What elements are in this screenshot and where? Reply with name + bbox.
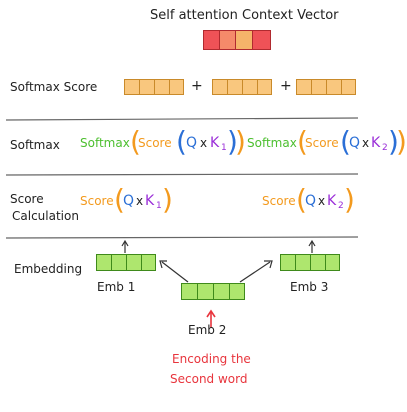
score-cell bbox=[124, 79, 140, 95]
context-vector bbox=[203, 30, 271, 50]
paren-open: ( bbox=[176, 125, 187, 158]
score-cell bbox=[296, 79, 312, 95]
score-vector-1 bbox=[124, 79, 184, 95]
embedding-cell bbox=[213, 283, 230, 300]
diagram-title: Self attention Context Vector bbox=[150, 8, 339, 23]
embedding-vector-1 bbox=[96, 254, 156, 271]
row-label-softmax: Softmax bbox=[10, 138, 60, 152]
paren-close: ) bbox=[235, 125, 246, 158]
key-subscript: 2 bbox=[338, 201, 344, 211]
query-symbol: Q bbox=[123, 193, 135, 209]
softmax-fn: Softmax bbox=[247, 136, 297, 150]
paren-close: ) bbox=[396, 125, 407, 158]
caption-line-1: Encoding the bbox=[172, 352, 251, 366]
key-symbol: K bbox=[371, 135, 381, 151]
plus-sign: + bbox=[191, 78, 203, 94]
key-subscript: 2 bbox=[382, 143, 388, 153]
context-vector-cell bbox=[252, 30, 271, 50]
key-symbol: K bbox=[327, 193, 337, 209]
context-vector-cell bbox=[203, 30, 220, 50]
paren-close: ) bbox=[388, 125, 399, 158]
score-cell bbox=[257, 79, 272, 95]
embedding-cell bbox=[111, 254, 127, 271]
emb3-label: Emb 3 bbox=[290, 280, 329, 294]
key-subscript: 1 bbox=[221, 143, 227, 153]
score-cell bbox=[227, 79, 243, 95]
paren-open: ( bbox=[114, 183, 125, 216]
caption-line-2: Second word bbox=[170, 372, 248, 386]
emb2-label: Emb 2 bbox=[188, 323, 227, 337]
embedding-cell bbox=[280, 254, 296, 271]
paren-close: ) bbox=[344, 183, 355, 216]
score-cell bbox=[242, 79, 258, 95]
key-symbol: K bbox=[145, 193, 155, 209]
embedding-cell bbox=[96, 254, 112, 271]
divider-line bbox=[5, 117, 359, 121]
emb1-label: Emb 1 bbox=[97, 280, 136, 294]
score-cell bbox=[139, 79, 155, 95]
times-symbol: x bbox=[200, 136, 208, 150]
score-fn: Score bbox=[262, 194, 296, 208]
key-symbol: K bbox=[210, 135, 220, 151]
softmax-fn: Softmax bbox=[80, 136, 130, 150]
times-symbol: x bbox=[318, 194, 326, 208]
times-symbol: x bbox=[136, 194, 144, 208]
arrow-head bbox=[159, 260, 167, 269]
embedding-cell bbox=[141, 254, 156, 271]
paren-close: ) bbox=[227, 125, 238, 158]
score-vector-3 bbox=[296, 79, 356, 95]
row-label-embedding: Embedding bbox=[14, 262, 83, 276]
embedding-vector-3 bbox=[280, 254, 340, 271]
embedding-cell bbox=[126, 254, 142, 271]
row-label-score-calculation-2: Calculation bbox=[12, 209, 79, 223]
arrow-emb2-to-emb3 bbox=[239, 261, 271, 283]
query-symbol: Q bbox=[305, 193, 317, 209]
score-cell bbox=[341, 79, 356, 95]
query-symbol: Q bbox=[349, 135, 361, 151]
score-cell bbox=[212, 79, 228, 95]
arrow-head bbox=[206, 309, 216, 318]
query-symbol: Q bbox=[186, 135, 198, 151]
times-symbol: x bbox=[362, 136, 370, 150]
score-cell bbox=[326, 79, 342, 95]
score-cell bbox=[311, 79, 327, 95]
score-fn: Score bbox=[305, 136, 339, 150]
score-fn: Score bbox=[80, 194, 114, 208]
key-subscript: 1 bbox=[156, 201, 162, 211]
plus-sign: + bbox=[280, 78, 292, 94]
context-vector-cell bbox=[219, 30, 236, 50]
paren-open: ( bbox=[340, 125, 351, 158]
embedding-cell bbox=[310, 254, 326, 271]
paren-close: ) bbox=[162, 183, 173, 216]
paren-open: ( bbox=[297, 125, 308, 158]
embedding-cell bbox=[197, 283, 214, 300]
row-label-score-calculation-1: Score bbox=[10, 192, 44, 206]
context-vector-cell bbox=[235, 30, 253, 50]
arrow-head bbox=[121, 239, 129, 247]
divider-line bbox=[5, 173, 359, 176]
row-label-softmax-score: Softmax Score bbox=[10, 80, 98, 94]
divider-line bbox=[5, 236, 359, 239]
embedding-cell bbox=[295, 254, 311, 271]
score-cell bbox=[154, 79, 170, 95]
arrow-head bbox=[264, 260, 273, 269]
score-fn: Score bbox=[138, 136, 172, 150]
embedding-cell bbox=[181, 283, 198, 300]
arrow-head bbox=[308, 239, 316, 247]
score-vector-2 bbox=[212, 79, 272, 95]
paren-open: ( bbox=[130, 125, 141, 158]
paren-open: ( bbox=[296, 183, 307, 216]
arrow-emb2-to-emb1 bbox=[161, 261, 189, 283]
embedding-cell bbox=[325, 254, 340, 271]
embedding-cell bbox=[229, 283, 245, 300]
score-cell bbox=[169, 79, 184, 95]
embedding-vector-2 bbox=[181, 283, 245, 300]
